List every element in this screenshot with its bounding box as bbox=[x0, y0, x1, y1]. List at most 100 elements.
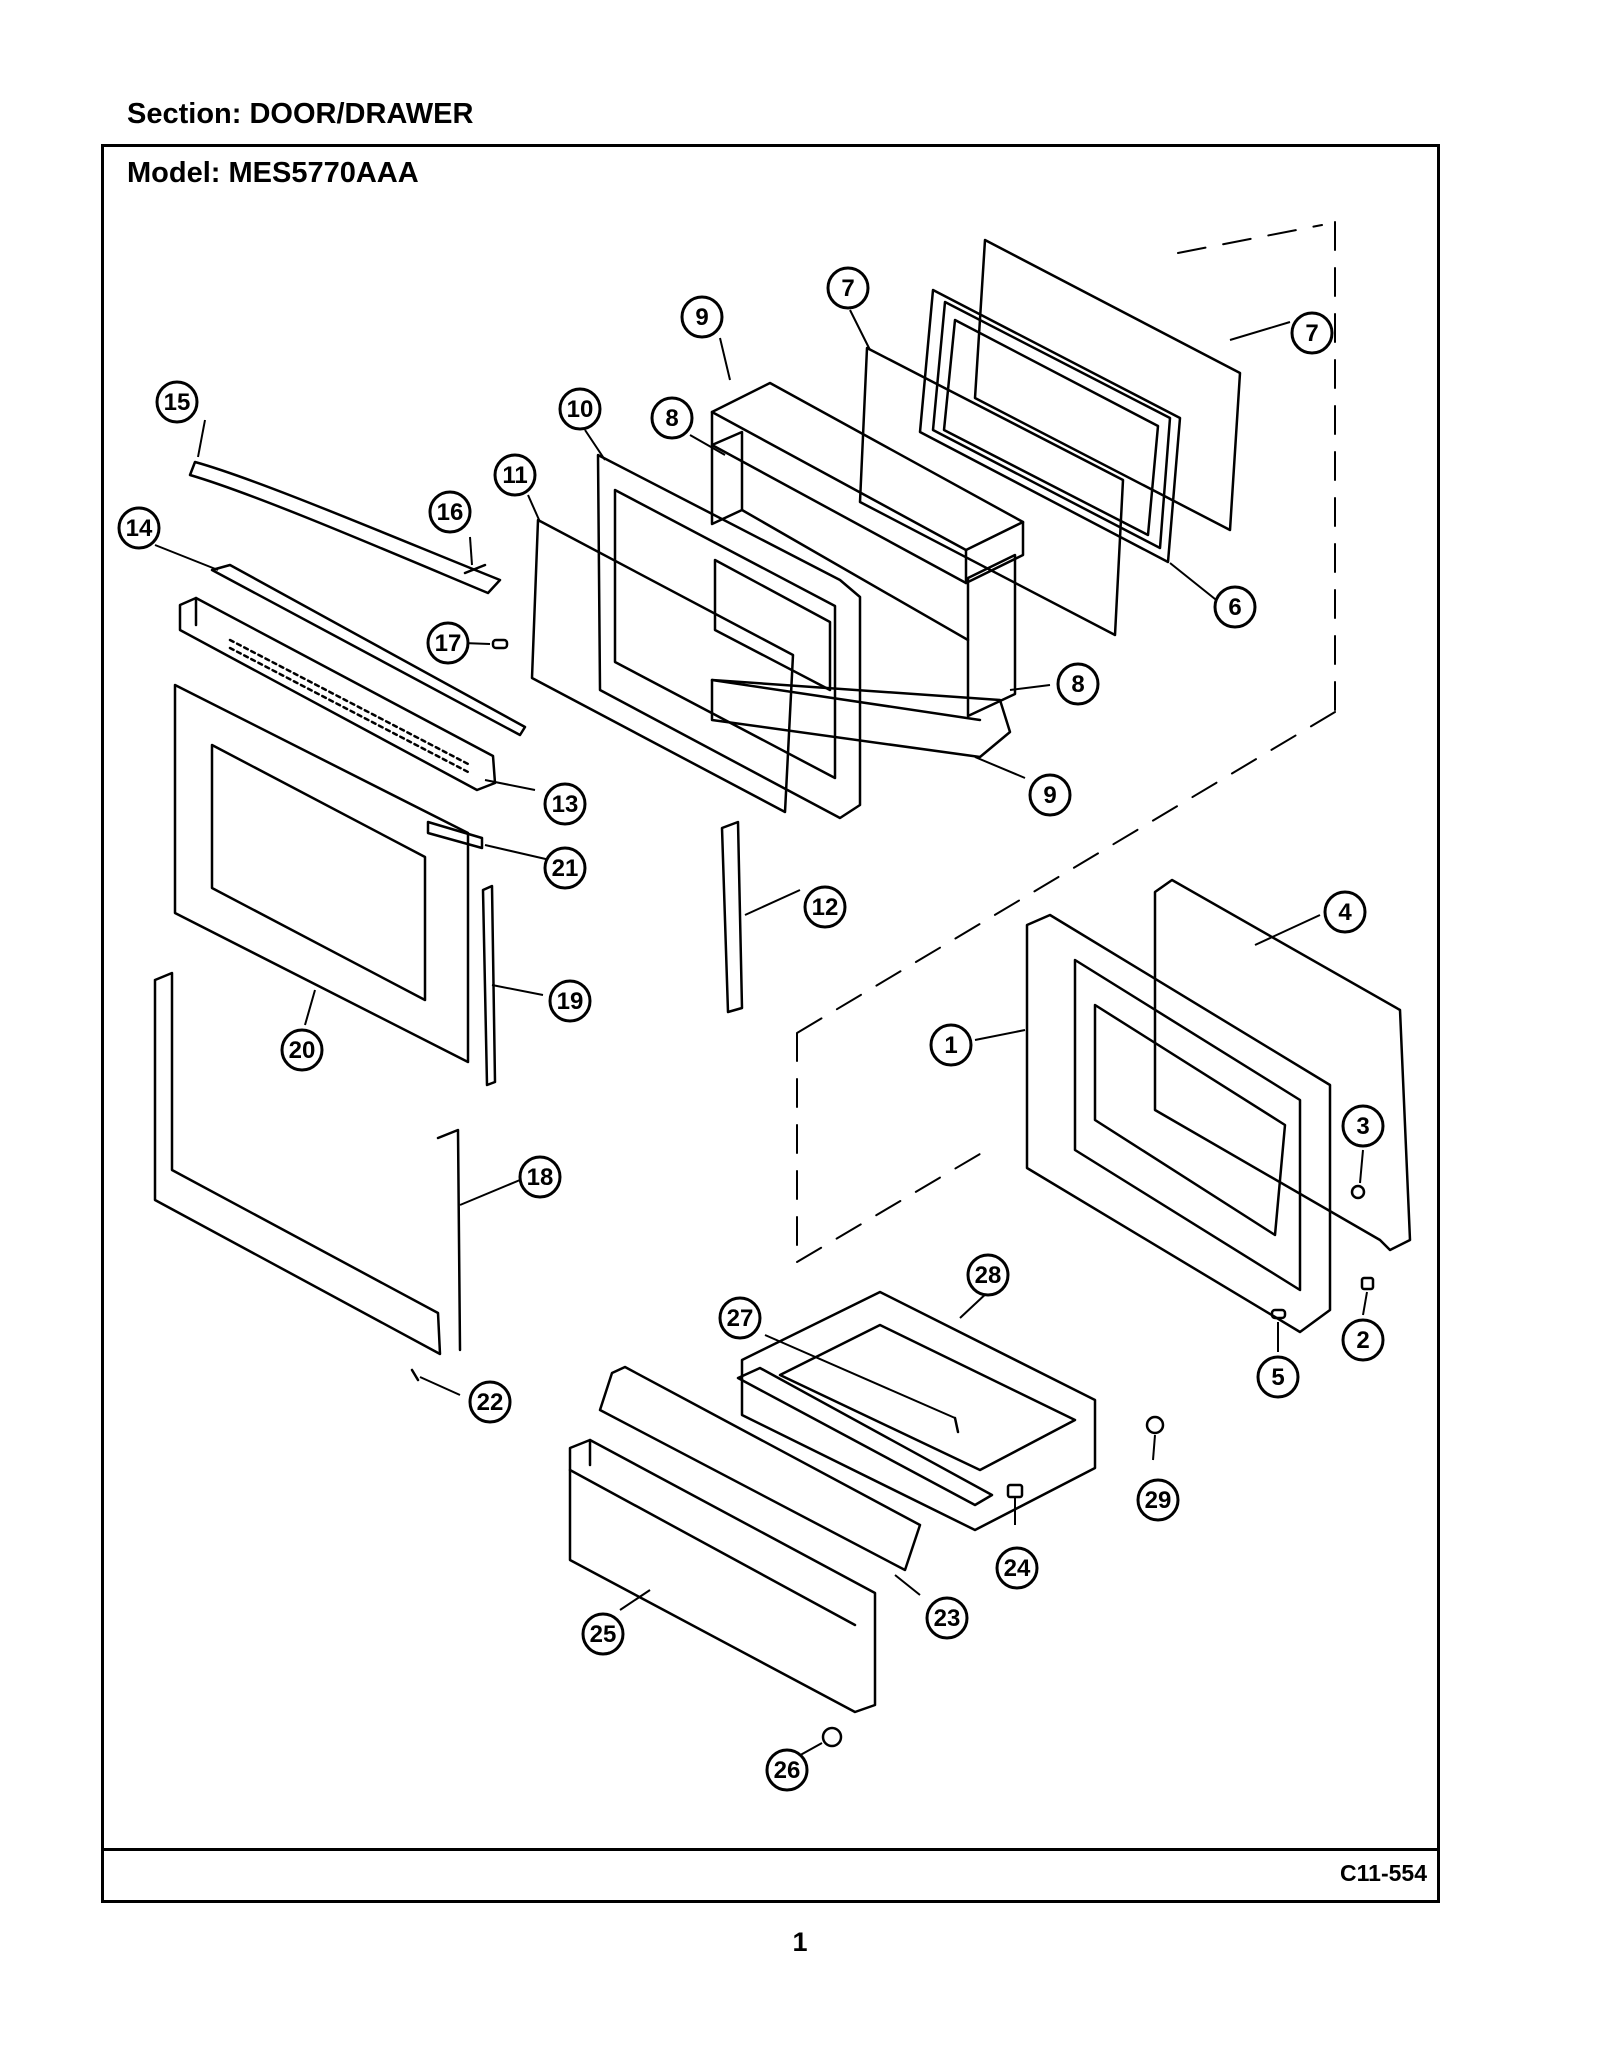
svg-text:9: 9 bbox=[1043, 782, 1056, 809]
part-inner-glass bbox=[530, 518, 795, 814]
svg-text:23: 23 bbox=[934, 1605, 961, 1632]
svg-text:2: 2 bbox=[1356, 1327, 1369, 1354]
svg-text:5: 5 bbox=[1271, 1364, 1284, 1391]
part-door-frame bbox=[153, 971, 462, 1356]
svg-text:29: 29 bbox=[1145, 1487, 1172, 1514]
part-drawer-knob bbox=[821, 1726, 843, 1748]
svg-text:8: 8 bbox=[665, 405, 678, 432]
svg-text:18: 18 bbox=[527, 1164, 554, 1191]
callout-27: 27 bbox=[718, 1296, 762, 1340]
svg-text:25: 25 bbox=[590, 1621, 617, 1648]
part-glass-pack-frame bbox=[918, 288, 1182, 564]
svg-text:14: 14 bbox=[126, 515, 153, 542]
diagram-code: C11-554 bbox=[1340, 1860, 1427, 1886]
svg-text:13: 13 bbox=[552, 791, 579, 818]
part-rear-glass bbox=[973, 238, 1242, 532]
callout-24: 24 bbox=[995, 1546, 1039, 1590]
model-title: Model: MES5770AAA bbox=[127, 157, 419, 189]
callout-8-upper: 8 bbox=[650, 396, 694, 440]
part-top-trim bbox=[210, 563, 527, 737]
callout-21: 21 bbox=[543, 846, 587, 890]
callouts: 1 2 3 4 5 6 7 7 8 8 9 9 10 11 12 13 14 1… bbox=[117, 266, 1385, 1792]
svg-text:6: 6 bbox=[1228, 594, 1241, 621]
callout-3: 3 bbox=[1341, 1104, 1385, 1148]
callout-7-middle: 7 bbox=[826, 266, 870, 310]
part-drawer-trim bbox=[598, 1365, 922, 1572]
callout-22: 22 bbox=[468, 1380, 512, 1424]
svg-text:4: 4 bbox=[1338, 899, 1352, 926]
svg-text:8: 8 bbox=[1071, 671, 1084, 698]
callout-10: 10 bbox=[558, 387, 602, 431]
svg-text:27: 27 bbox=[727, 1305, 754, 1332]
diagram-frame bbox=[101, 144, 1440, 1903]
callout-6: 6 bbox=[1213, 585, 1257, 629]
page-number: 1 bbox=[792, 1927, 808, 1957]
callout-15: 15 bbox=[155, 380, 199, 424]
svg-text:26: 26 bbox=[774, 1757, 801, 1784]
phantom-lines bbox=[796, 221, 1336, 1263]
svg-text:10: 10 bbox=[567, 396, 594, 423]
callout-26: 26 bbox=[765, 1748, 809, 1792]
callout-17: 17 bbox=[426, 621, 470, 665]
svg-text:7: 7 bbox=[1305, 320, 1318, 347]
svg-text:7: 7 bbox=[841, 275, 854, 302]
svg-text:9: 9 bbox=[695, 304, 708, 331]
callout-20: 20 bbox=[280, 1028, 324, 1072]
callout-2: 2 bbox=[1341, 1318, 1385, 1362]
svg-text:19: 19 bbox=[557, 988, 584, 1015]
part-small-clip bbox=[1270, 1308, 1287, 1320]
part-roller bbox=[1145, 1415, 1165, 1435]
part-inner-door-frame bbox=[596, 453, 862, 820]
callout-29: 29 bbox=[1136, 1478, 1180, 1522]
part-insulation bbox=[710, 381, 1025, 759]
svg-text:22: 22 bbox=[477, 1389, 504, 1416]
part-middle-glass bbox=[858, 346, 1125, 637]
callout-9-lower: 9 bbox=[1028, 773, 1072, 817]
svg-text:20: 20 bbox=[289, 1037, 316, 1064]
svg-text:16: 16 bbox=[437, 499, 464, 526]
svg-text:12: 12 bbox=[812, 894, 839, 921]
callout-5: 5 bbox=[1256, 1355, 1300, 1399]
section-title: Section: DOOR/DRAWER bbox=[127, 98, 474, 130]
svg-text:1: 1 bbox=[944, 1032, 957, 1059]
callout-9-upper: 9 bbox=[680, 295, 724, 339]
callout-25: 25 bbox=[581, 1612, 625, 1656]
callout-28: 28 bbox=[966, 1253, 1010, 1297]
callout-19: 19 bbox=[548, 979, 592, 1023]
part-gasket-strip bbox=[426, 820, 484, 850]
svg-text:21: 21 bbox=[552, 855, 579, 882]
callout-1: 1 bbox=[929, 1023, 973, 1067]
callout-14: 14 bbox=[117, 506, 161, 550]
svg-text:28: 28 bbox=[975, 1262, 1002, 1289]
part-small-nut-a bbox=[1350, 1184, 1366, 1200]
part-drawer bbox=[740, 1290, 1097, 1532]
callout-12: 12 bbox=[803, 885, 847, 929]
footer-divider bbox=[101, 1848, 1440, 1851]
part-inner-door-liner bbox=[1025, 913, 1332, 1334]
part-screw bbox=[410, 1368, 420, 1382]
callout-11: 11 bbox=[493, 453, 537, 497]
callout-23: 23 bbox=[925, 1596, 969, 1640]
part-door-gasket bbox=[1153, 878, 1412, 1252]
svg-text:15: 15 bbox=[164, 389, 191, 416]
callout-13: 13 bbox=[543, 782, 587, 826]
svg-text:3: 3 bbox=[1356, 1113, 1369, 1140]
part-outer-door-panel bbox=[173, 683, 470, 1064]
svg-text:24: 24 bbox=[1004, 1555, 1031, 1582]
callout-8-lower: 8 bbox=[1056, 662, 1100, 706]
callout-4: 4 bbox=[1323, 890, 1367, 934]
part-small-nut-b bbox=[1360, 1276, 1375, 1291]
part-drawer-screw bbox=[953, 1416, 960, 1434]
part-clip bbox=[491, 638, 509, 650]
part-handle-screw bbox=[463, 563, 487, 575]
svg-text:17: 17 bbox=[435, 630, 462, 657]
callout-7-rear: 7 bbox=[1290, 311, 1334, 355]
callout-16: 16 bbox=[428, 490, 472, 534]
part-drawer-slide bbox=[736, 1366, 994, 1507]
leader-lines bbox=[154, 309, 1368, 1759]
part-slide-clip bbox=[1006, 1483, 1024, 1499]
svg-text:11: 11 bbox=[502, 462, 527, 489]
part-hinge-channel bbox=[720, 820, 744, 1014]
part-handle bbox=[188, 460, 502, 595]
